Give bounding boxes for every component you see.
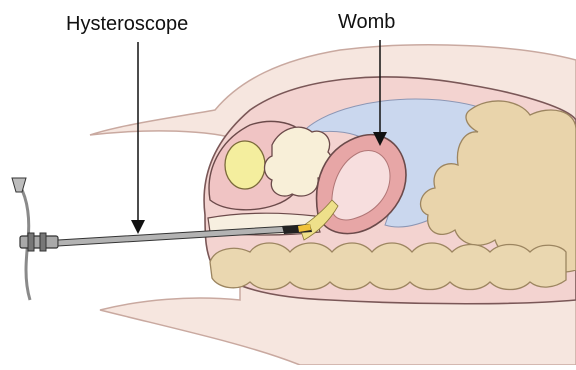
womb-label: Womb xyxy=(338,11,395,34)
hysteroscope-knob-2 xyxy=(40,233,46,251)
hysteroscope-knob xyxy=(28,233,34,251)
ovary xyxy=(225,141,265,189)
hysteroscope-arrow xyxy=(131,42,145,234)
hysteroscope-label: Hysteroscope xyxy=(66,13,188,36)
hysteroscope-eyepiece xyxy=(12,178,26,192)
hysteroscope-handle xyxy=(20,236,58,248)
lower-bowel xyxy=(210,243,566,290)
